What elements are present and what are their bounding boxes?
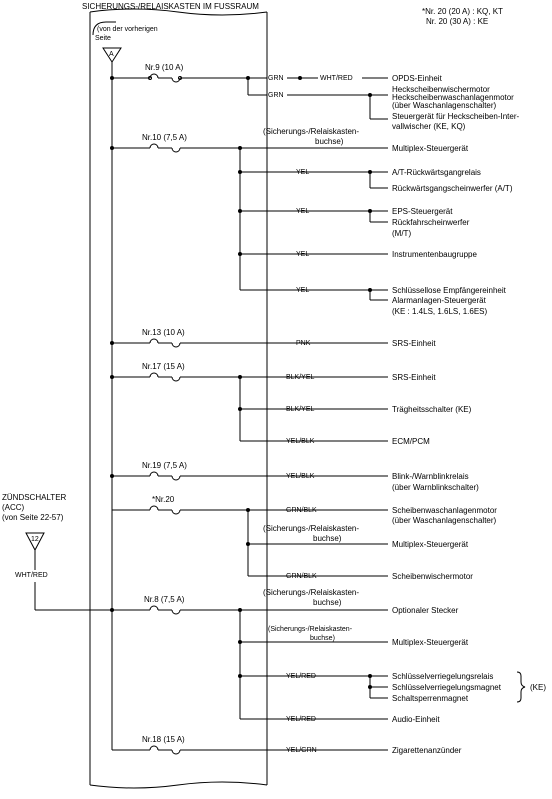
load-schaltsperre: Schaltsperrenmagnet (392, 694, 469, 703)
fuse-nr19-label: Nr.19 (7,5 A) (142, 461, 187, 470)
fuse-nr17-label: Nr.17 (15 A) (142, 362, 185, 371)
ignition-wire: WHT/RED (15, 572, 48, 579)
wire-yel-blk-2: YEL/BLK (286, 473, 315, 480)
wire-grn-blk-2: GRN/BLK (286, 573, 317, 580)
ignition-title: ZÜNDSCHALTER (2, 493, 67, 502)
prev-page-bracket (92, 21, 116, 36)
load-ecm: ECM/PCM (392, 437, 430, 446)
fuse-nr10-symbol (149, 143, 159, 149)
load-alarm: Alarmanlagen-Steuergerät (392, 296, 487, 305)
load-zigarette: Zigarettenanzünder (392, 746, 462, 755)
fuse-nr20-label: *Nr.20 (152, 495, 175, 504)
load-blink-note: (über Warnblinkschalter) (392, 483, 479, 492)
wire-yel-red-2: YEL/RED (286, 716, 316, 723)
load-srs-1: SRS-Einheit (392, 339, 436, 348)
load-eps: EPS-Steuergerät (392, 207, 453, 216)
fuse-box-bottom-break (89, 781, 268, 789)
note-nr20-kq: *Nr. 20 (20 A) : KQ, KT (422, 7, 503, 16)
load-instrumente: Instrumentenbaugruppe (392, 250, 478, 259)
prev-page-label-2: Seite (95, 35, 111, 42)
ignition-terminal-triangle (25, 532, 45, 552)
fuse-nr8-symbol (149, 605, 159, 611)
load-alarm-note: (KE : 1.4LS, 1.6LS, 1.6ES) (392, 307, 488, 316)
load-at-rueckfahr: Rückwärtsgangscheinwerfer (A/T) (392, 184, 513, 193)
load-srs-2: SRS-Einheit (392, 373, 436, 382)
fuse-nr13-label: Nr.13 (10 A) (142, 328, 185, 337)
load-heck-wasch-note: (über Waschanlagenschalter) (392, 101, 497, 110)
wire-yel-3: YEL (296, 251, 309, 258)
wire-grn-1: GRN (268, 75, 284, 82)
box-note-3b: buchse) (313, 598, 342, 607)
fuse-nr13-symbol (149, 338, 159, 344)
fuse-nr8-label: Nr.8 (7,5 A) (144, 595, 185, 604)
ke-label: (KE) (530, 683, 546, 692)
load-key-magnet: Schlüsselverriegelungsmagnet (392, 683, 502, 692)
connector-a-triangle (102, 47, 122, 63)
fuse-nr18-symbol (149, 745, 159, 751)
load-scheibenwasch: Scheibenwaschanlagenmotor (392, 506, 497, 515)
load-heck-wischer: Heckscheibenwischermotor (392, 85, 490, 94)
load-at-relais: A/T-Rückwärtsgangrelais (392, 168, 481, 177)
box-note-3a: (Sicherungs-/Relaiskasten- (263, 588, 359, 597)
load-opds: OPDS-Einheit (392, 74, 443, 83)
load-scheibenwasch-note: (über Waschanlagenschalter) (392, 516, 497, 525)
ignition-acc: (ACC) (2, 503, 25, 512)
box-note-4a: (Sicherungs-/Relaiskasten- (268, 626, 353, 633)
wire-grn-2: GRN (268, 92, 284, 99)
fuse-box-top-break (89, 8, 268, 16)
wire-blk-yel-1: BLK/YEL (286, 374, 315, 381)
wire-pnk: PNK (296, 340, 311, 347)
wire-yel-1: YEL (296, 169, 309, 176)
wire-wht-red-1: WHT/RED (320, 75, 353, 82)
wire-grn-blk-1: GRN/BLK (286, 507, 317, 514)
load-heck-steuer: Steuergerät für Heckscheiben-Inter- (392, 112, 520, 121)
load-optional: Optionaler Stecker (392, 606, 459, 615)
wire-yel-2: YEL (296, 208, 309, 215)
wire-yel-4: YEL (296, 287, 309, 294)
fuse-nr18-label: Nr.18 (15 A) (142, 735, 185, 744)
box-note-1b: buchse) (315, 137, 344, 146)
fuse-nr19-symbol (149, 471, 159, 477)
load-keyless: Schlüssellose Empfängereinheit (392, 286, 507, 295)
fuse-box-title: SICHERUNGS-/RELAISKASTEN IM FUSSRAUM (82, 2, 259, 11)
note-nr20-ke: Nr. 20 (30 A) : KE (426, 17, 488, 26)
wire-yel-grn: YEL/GRN (286, 747, 317, 754)
load-multiplex-2: Multiplex-Steuergerät (392, 540, 469, 549)
box-note-2a: (Sicherungs-/Relaiskasten- (263, 524, 359, 533)
load-audio: Audio-Einheit (392, 715, 440, 724)
load-rueckfahr-mt: Rückfahrscheinwerfer (392, 218, 470, 227)
load-blink: Blink-/Warnblinkrelais (392, 472, 469, 481)
box-note-4b: buchse) (310, 635, 335, 642)
wire-yel-blk-1: YEL/BLK (286, 438, 315, 445)
load-traegheit: Trägheitsschalter (KE) (392, 405, 472, 414)
load-multiplex-1: Multiplex-Steuergerät (392, 144, 469, 153)
load-rueckfahr-mt-2: (M/T) (392, 229, 411, 238)
load-multiplex-3: Multiplex-Steuergerät (392, 638, 469, 647)
box-note-2b: buchse) (313, 534, 342, 543)
fuse-nr20-symbol (149, 505, 159, 511)
ke-brace (516, 671, 526, 703)
wire-yel-red-1: YEL/RED (286, 673, 316, 680)
fuse-nr10-label: Nr.10 (7,5 A) (142, 133, 187, 142)
load-heck-wasch: Heckscheibenwaschanlagenmotor (392, 93, 514, 102)
prev-page-label-1: (von der vorherigen (97, 26, 158, 33)
ignition-terminal: 12 (31, 536, 39, 543)
ignition-from-page: (von Seite 22-57) (2, 513, 64, 522)
load-heck-steuer-2: vallwischer (KE, KQ) (392, 122, 466, 131)
wire-blk-yel-2: BLK/YEL (286, 406, 315, 413)
load-wischermotor: Scheibenwischermotor (392, 572, 473, 581)
fuse-nr17-symbol (149, 372, 159, 378)
fuse-nr9-label: Nr.9 (10 A) (145, 63, 184, 72)
load-key-relais: Schlüsselverriegelungsrelais (392, 672, 493, 681)
box-note-1a: (Sicherungs-/Relaiskasten- (263, 127, 359, 136)
connector-a-label: A (109, 51, 114, 58)
